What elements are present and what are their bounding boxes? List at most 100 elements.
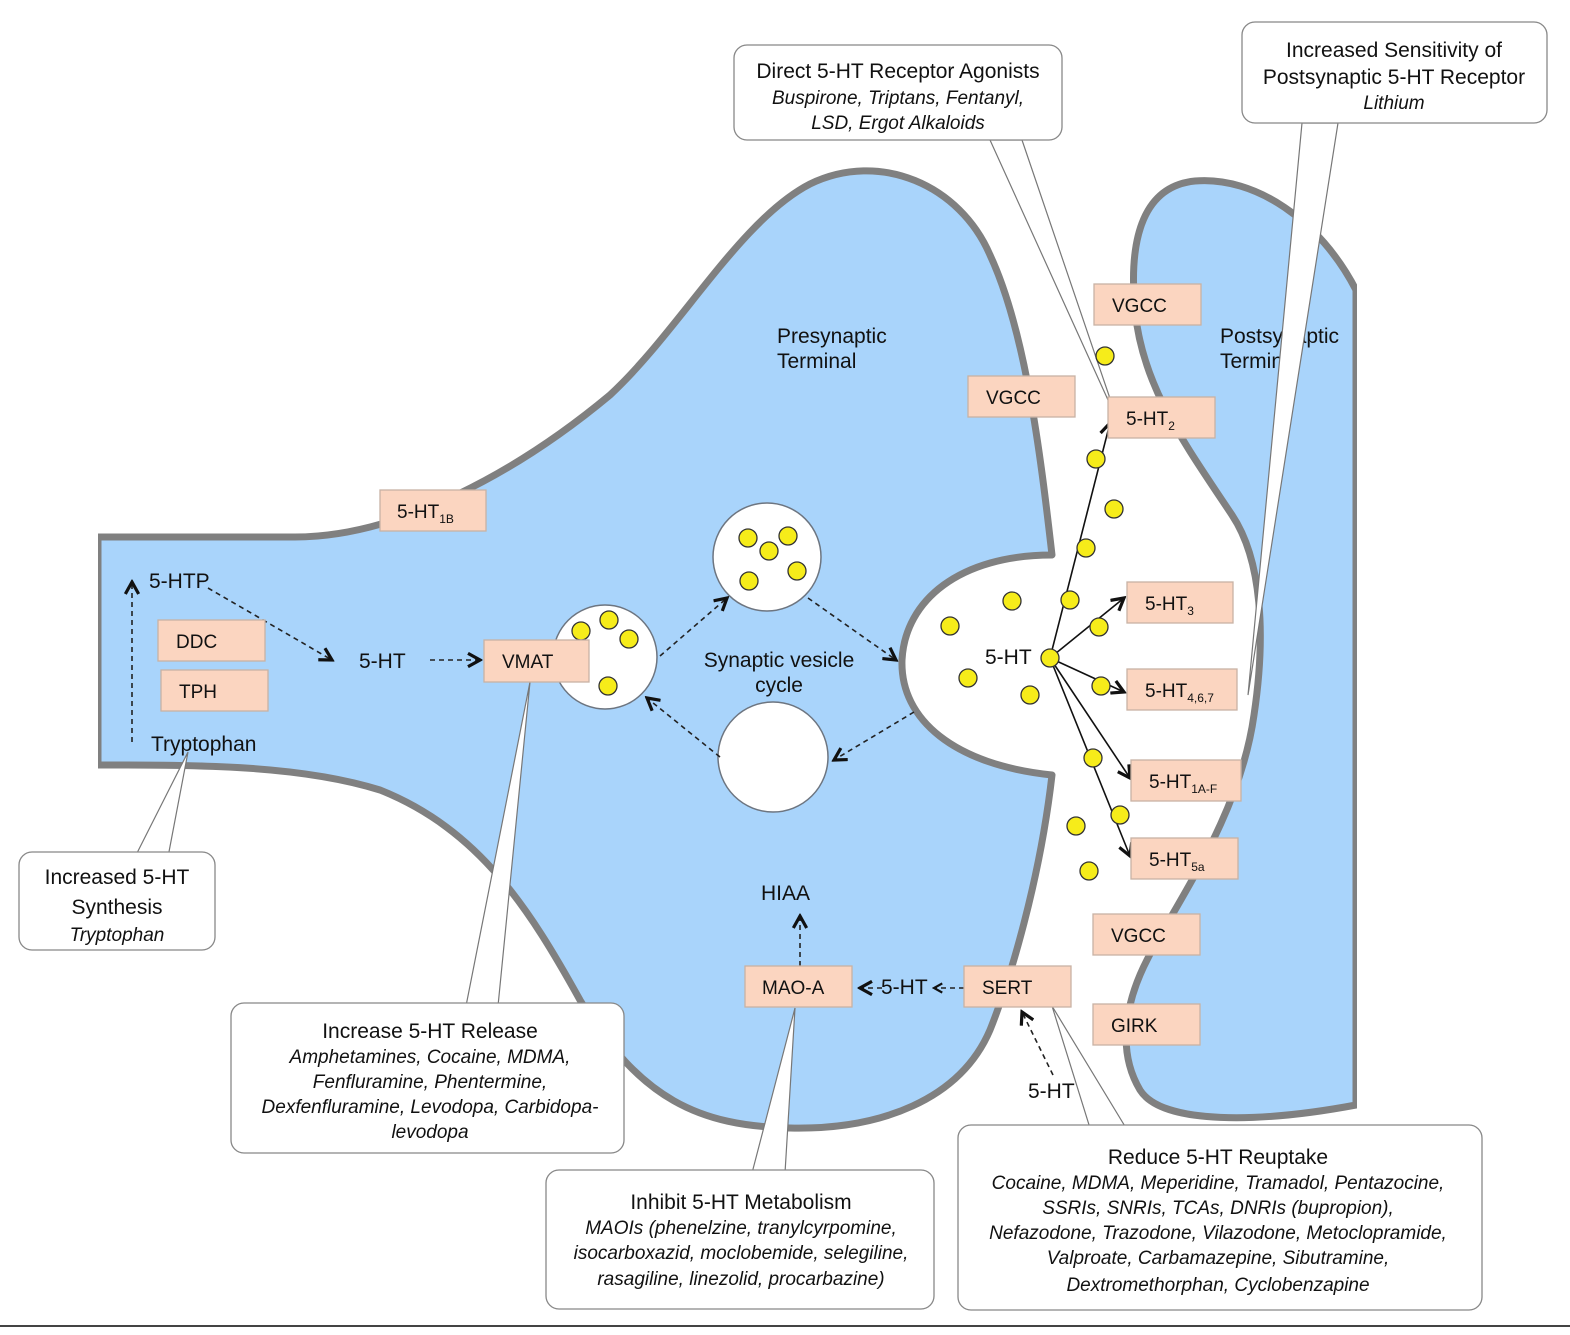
serotonin-dot [759, 541, 779, 561]
box-ddc-label: DDC [176, 632, 217, 653]
callout-agonists-line2: LSD, Ergot Alkaloids [811, 113, 985, 134]
presynaptic-label-line1: Presynaptic [777, 325, 887, 348]
box-vgcc-mid-label: VGCC [986, 388, 1041, 409]
box-tph: TPH [160, 669, 269, 712]
callout-metabolism-line3: rasagiline, linezolid, procarbazine) [597, 1269, 884, 1290]
label-5ht-mao: 5-HT [881, 976, 928, 999]
box-5ht2-sub: 2 [1168, 419, 1175, 433]
callout-reuptake-line5: Dextromethorphan, Cyclobenzapine [1066, 1275, 1369, 1296]
callout-agonists-line1: Buspirone, Triptans, Fentanyl, [772, 88, 1024, 109]
serotonin-dot [571, 621, 591, 641]
label-hiaa: HIAA [761, 882, 810, 905]
serotonin-dot [1095, 346, 1115, 366]
arrow-vesicle-to-top [659, 598, 727, 657]
box-5ht3-sub: 3 [1187, 604, 1194, 618]
serotonin-dot [778, 526, 798, 546]
box-sert: SERT [963, 965, 1072, 1008]
serotonin-dot [1110, 805, 1130, 825]
serotonin-dot [1104, 499, 1124, 519]
callout-sensitivity: Increased Sensitivity of Postsynaptic 5-… [1241, 21, 1548, 124]
box-girk: GIRK [1092, 1003, 1201, 1046]
label-5ht-synthesis: 5-HT [359, 650, 406, 673]
callout-sensitivity-line1: Lithium [1363, 93, 1424, 114]
serotonin-dot [1089, 617, 1109, 637]
box-ddc: DDC [157, 619, 266, 662]
vesicle-empty [717, 701, 829, 813]
callout-sensitivity-title2: Postsynaptic 5-HT Receptor [1263, 66, 1525, 89]
callout-sensitivity-title1: Increased Sensitivity of [1286, 39, 1502, 62]
svg-text:5-HT2: 5-HT2 [1126, 409, 1175, 433]
box-5ht467-label: 5-HT [1145, 681, 1188, 702]
serotonin-dot [619, 629, 639, 649]
serotonin-dots [571, 346, 1130, 881]
box-5ht467: 5-HT4,6,7 [1126, 668, 1238, 711]
serotonin-dot [599, 610, 619, 630]
presynaptic-label-line2: Terminal [777, 350, 856, 373]
label-tryptophan: Tryptophan [151, 733, 256, 756]
serotonin-dot [1020, 685, 1040, 705]
svg-text:5-HT3: 5-HT3 [1145, 594, 1194, 618]
box-girk-label: GIRK [1111, 1016, 1158, 1037]
callout-reuptake: Reduce 5-HT Reuptake Cocaine, MDMA, Mepe… [957, 1124, 1483, 1311]
box-5ht1af-label: 5-HT [1149, 772, 1192, 793]
box-mao-a: MAO-A [744, 965, 853, 1008]
arrow-5htp-to-5ht [207, 587, 332, 660]
callout-reuptake-line1: Cocaine, MDMA, Meperidine, Tramadol, Pen… [992, 1173, 1445, 1194]
callout-reuptake-line4: Valproate, Carbamazepine, Sibutramine, [1047, 1248, 1390, 1269]
callout-metabolism-title: Inhibit 5-HT Metabolism [630, 1191, 851, 1214]
box-5ht3-label: 5-HT [1145, 594, 1188, 615]
box-5ht1b-label: 5-HT [397, 502, 440, 523]
serotonin-dot [940, 616, 960, 636]
arrow-empty-to-vmat [647, 698, 721, 758]
box-5ht5a-sub: 5a [1191, 860, 1205, 874]
box-5ht5a: 5-HT5a [1130, 837, 1239, 880]
box-5ht1af: 5-HT1A-F [1130, 759, 1242, 802]
callout-release-line4: levodopa [391, 1122, 468, 1143]
box-vgcc-low-label: VGCC [1111, 926, 1166, 947]
box-5ht467-sub: 4,6,7 [1187, 691, 1214, 705]
arrow-release-to-empty [834, 711, 915, 760]
callout-metabolism-line2: isocarboxazid, moclobemide, selegiline, [574, 1243, 909, 1264]
serotonin-dot [1083, 748, 1103, 768]
callout-synthesis-title1: Increased 5-HT [45, 866, 190, 889]
serotonin-dot [1079, 861, 1099, 881]
arrow-5ht-to-sert [1022, 1012, 1054, 1076]
box-vgcc-low: VGCC [1092, 913, 1201, 956]
label-vesicle-cycle-line1: Synaptic vesicle [704, 649, 855, 672]
callout-release-title: Increase 5-HT Release [322, 1020, 538, 1043]
serotonin-dot [1060, 590, 1080, 610]
box-vgcc-top-label: VGCC [1112, 296, 1167, 317]
callout-agonists-title: Direct 5-HT Receptor Agonists [756, 60, 1039, 83]
box-vgcc-top: VGCC [1093, 283, 1202, 326]
svg-text:5-HT4,6,7: 5-HT4,6,7 [1145, 681, 1214, 705]
callout-reuptake-title: Reduce 5-HT Reuptake [1108, 1146, 1328, 1169]
callout-agonists: Direct 5-HT Receptor Agonists Buspirone,… [733, 44, 1063, 141]
serotonin-dot [1091, 676, 1111, 696]
box-vgcc-mid: VGCC [967, 375, 1076, 418]
serotonin-dot [739, 571, 759, 591]
serotonin-dot [1040, 648, 1060, 668]
serotonin-dot [738, 528, 758, 548]
box-mao-a-label: MAO-A [762, 978, 825, 999]
callout-reuptake-line3: Nefazodone, Trazodone, Vilazodone, Metoc… [989, 1223, 1447, 1244]
arrow-to-5ht467 [1049, 657, 1124, 692]
box-5ht1b: 5-HT1B [379, 489, 487, 532]
box-5ht5a-label: 5-HT [1149, 850, 1192, 871]
serotonin-dot [598, 676, 618, 696]
svg-text:5-HT1A-F: 5-HT1A-F [1149, 772, 1217, 796]
arrow-to-5ht3 [1049, 598, 1124, 659]
box-vmat-label: VMAT [502, 652, 554, 673]
box-tph-label: TPH [179, 682, 217, 703]
callout-synthesis-title2: Synthesis [71, 896, 162, 919]
box-5ht1af-sub: 1A-F [1191, 782, 1217, 796]
callout-synthesis: Increased 5-HT Synthesis Tryptophan [18, 851, 216, 951]
box-5ht2: 5-HT2 [1107, 396, 1216, 439]
label-5ht-reuptake: 5-HT [1028, 1080, 1075, 1103]
serotonin-dot [787, 561, 807, 581]
svg-text:5-HT5a: 5-HT5a [1149, 850, 1205, 874]
serotonin-dot [958, 668, 978, 688]
box-5ht1b-sub: 1B [439, 512, 454, 526]
callout-metabolism: Inhibit 5-HT Metabolism MAOIs (phenelzin… [545, 1169, 935, 1310]
postsynaptic-crop [1357, 190, 1382, 1130]
